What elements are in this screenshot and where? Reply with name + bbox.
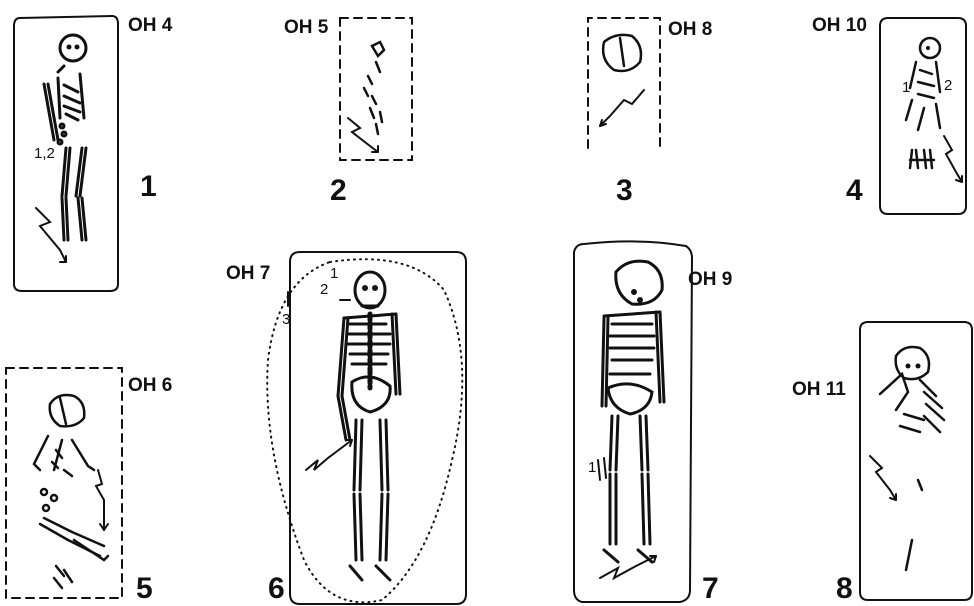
- burial-oh10: [880, 18, 966, 214]
- figure-number-2: 2: [330, 176, 347, 206]
- figure-number-4: 4: [846, 176, 863, 206]
- label-oh8: OH 8: [668, 20, 712, 39]
- north-arrow: [944, 136, 962, 182]
- burial-oh9: [574, 241, 692, 602]
- annotation-oh4-items: 1,2: [34, 146, 55, 161]
- grave-goods-marks: [598, 458, 606, 480]
- skeleton-oh9: [602, 261, 664, 562]
- figure-number-8: 8: [836, 574, 853, 604]
- figure-number-5: 5: [136, 574, 153, 604]
- burial-oh6: [6, 368, 122, 598]
- figure-number-7: 7: [702, 574, 719, 604]
- label-oh9: OH 9: [688, 270, 732, 289]
- figure-number-6: 6: [268, 574, 285, 604]
- skeleton-oh6: [34, 395, 108, 588]
- label-oh5: OH 5: [284, 18, 328, 37]
- label-oh7: OH 7: [226, 264, 270, 283]
- burial-oh11: [860, 322, 972, 600]
- grave-outline: [6, 368, 122, 598]
- skeleton-oh5: [364, 42, 384, 134]
- annotation-oh7-three: 3: [282, 312, 290, 327]
- north-arrow: [348, 118, 378, 152]
- north-arrow: [96, 470, 108, 530]
- grave-outline: [588, 18, 660, 148]
- burial-oh4: [14, 16, 118, 291]
- label-oh10: OH 10: [812, 16, 867, 35]
- figure-number-1: 1: [140, 172, 157, 202]
- skeleton-oh4: [44, 35, 86, 240]
- annotation-oh7-two: 2: [320, 282, 328, 297]
- label-oh6: OH 6: [128, 376, 172, 395]
- annotation-oh9-one: 1: [588, 460, 596, 475]
- grave-goods-marks: [288, 292, 350, 306]
- pit-outline: [267, 259, 462, 602]
- north-arrow: [600, 90, 644, 126]
- annotation-oh10-left: 1: [902, 80, 910, 95]
- label-oh11: OH 11: [792, 380, 846, 399]
- burial-oh7: [267, 252, 466, 604]
- skeleton-oh11: [880, 347, 944, 570]
- annotation-oh10-right: 2: [944, 78, 952, 93]
- figure-number-3: 3: [616, 176, 633, 206]
- skeleton-oh7: [338, 272, 400, 580]
- annotation-oh7-one: 1: [330, 266, 338, 281]
- north-arrow: [870, 456, 896, 500]
- grave-outline: [340, 18, 412, 160]
- burial-oh5: [340, 18, 412, 160]
- label-oh4: OH 4: [128, 16, 172, 35]
- north-arrow: [600, 556, 656, 578]
- burial-oh8: [588, 18, 660, 148]
- skeleton-oh10: [906, 38, 940, 168]
- north-arrow: [306, 440, 352, 470]
- skull-fragment: [603, 35, 641, 71]
